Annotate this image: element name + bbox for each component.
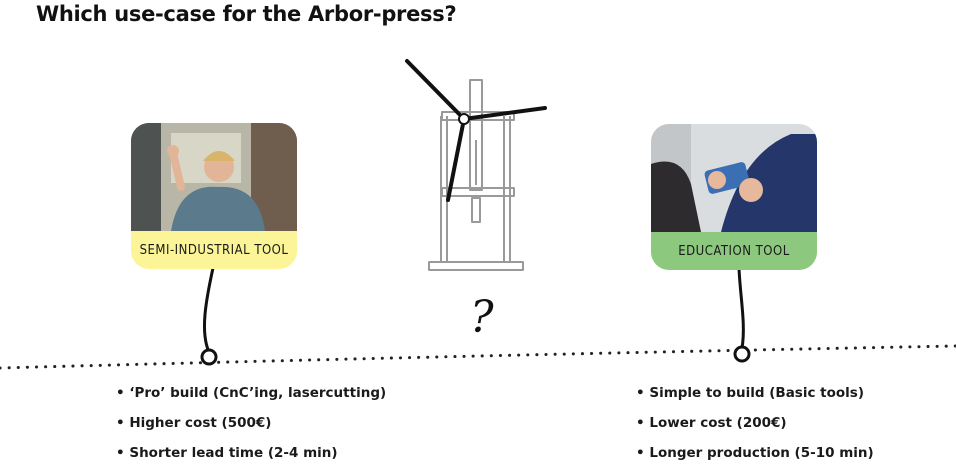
option-card-education: EDUCATION TOOL — [651, 124, 817, 270]
page-title: Which use-case for the Arbor-press? — [36, 2, 457, 26]
connector-left — [203, 266, 215, 354]
option-label: SEMI-INDUSTRIAL TOOL — [131, 231, 297, 269]
option-label: EDUCATION TOOL — [651, 232, 817, 270]
person-photo — [131, 123, 297, 231]
option-card-semi-industrial: SEMI-INDUSTRIAL TOOL — [131, 123, 297, 269]
bullet-item: Simple to build (Basic tools) — [636, 384, 874, 414]
timeline-dotted-line — [0, 344, 956, 370]
bullet-item: Lower cost (200€) — [636, 414, 874, 444]
timeline-node-right — [733, 345, 751, 363]
bullet-list-education: Simple to build (Basic tools) Lower cost… — [636, 384, 874, 474]
question-mark: ? — [470, 292, 494, 343]
bullet-item: ‘Pro’ build (CnC’ing, lasercutting) — [116, 384, 386, 414]
bullet-item: Shorter lead time (2-4 min) — [116, 444, 386, 474]
bullet-item: Longer production (5-10 min) — [636, 444, 873, 474]
timeline-node-left — [200, 348, 218, 366]
arbor-press-sketch — [405, 59, 547, 271]
bullet-item: Higher cost (500€) — [116, 414, 386, 444]
bullet-list-semi-industrial: ‘Pro’ build (CnC’ing, lasercutting) High… — [116, 384, 386, 474]
tool-photo — [651, 124, 817, 232]
connector-right — [737, 266, 745, 350]
timeline-graphic — [0, 266, 956, 370]
